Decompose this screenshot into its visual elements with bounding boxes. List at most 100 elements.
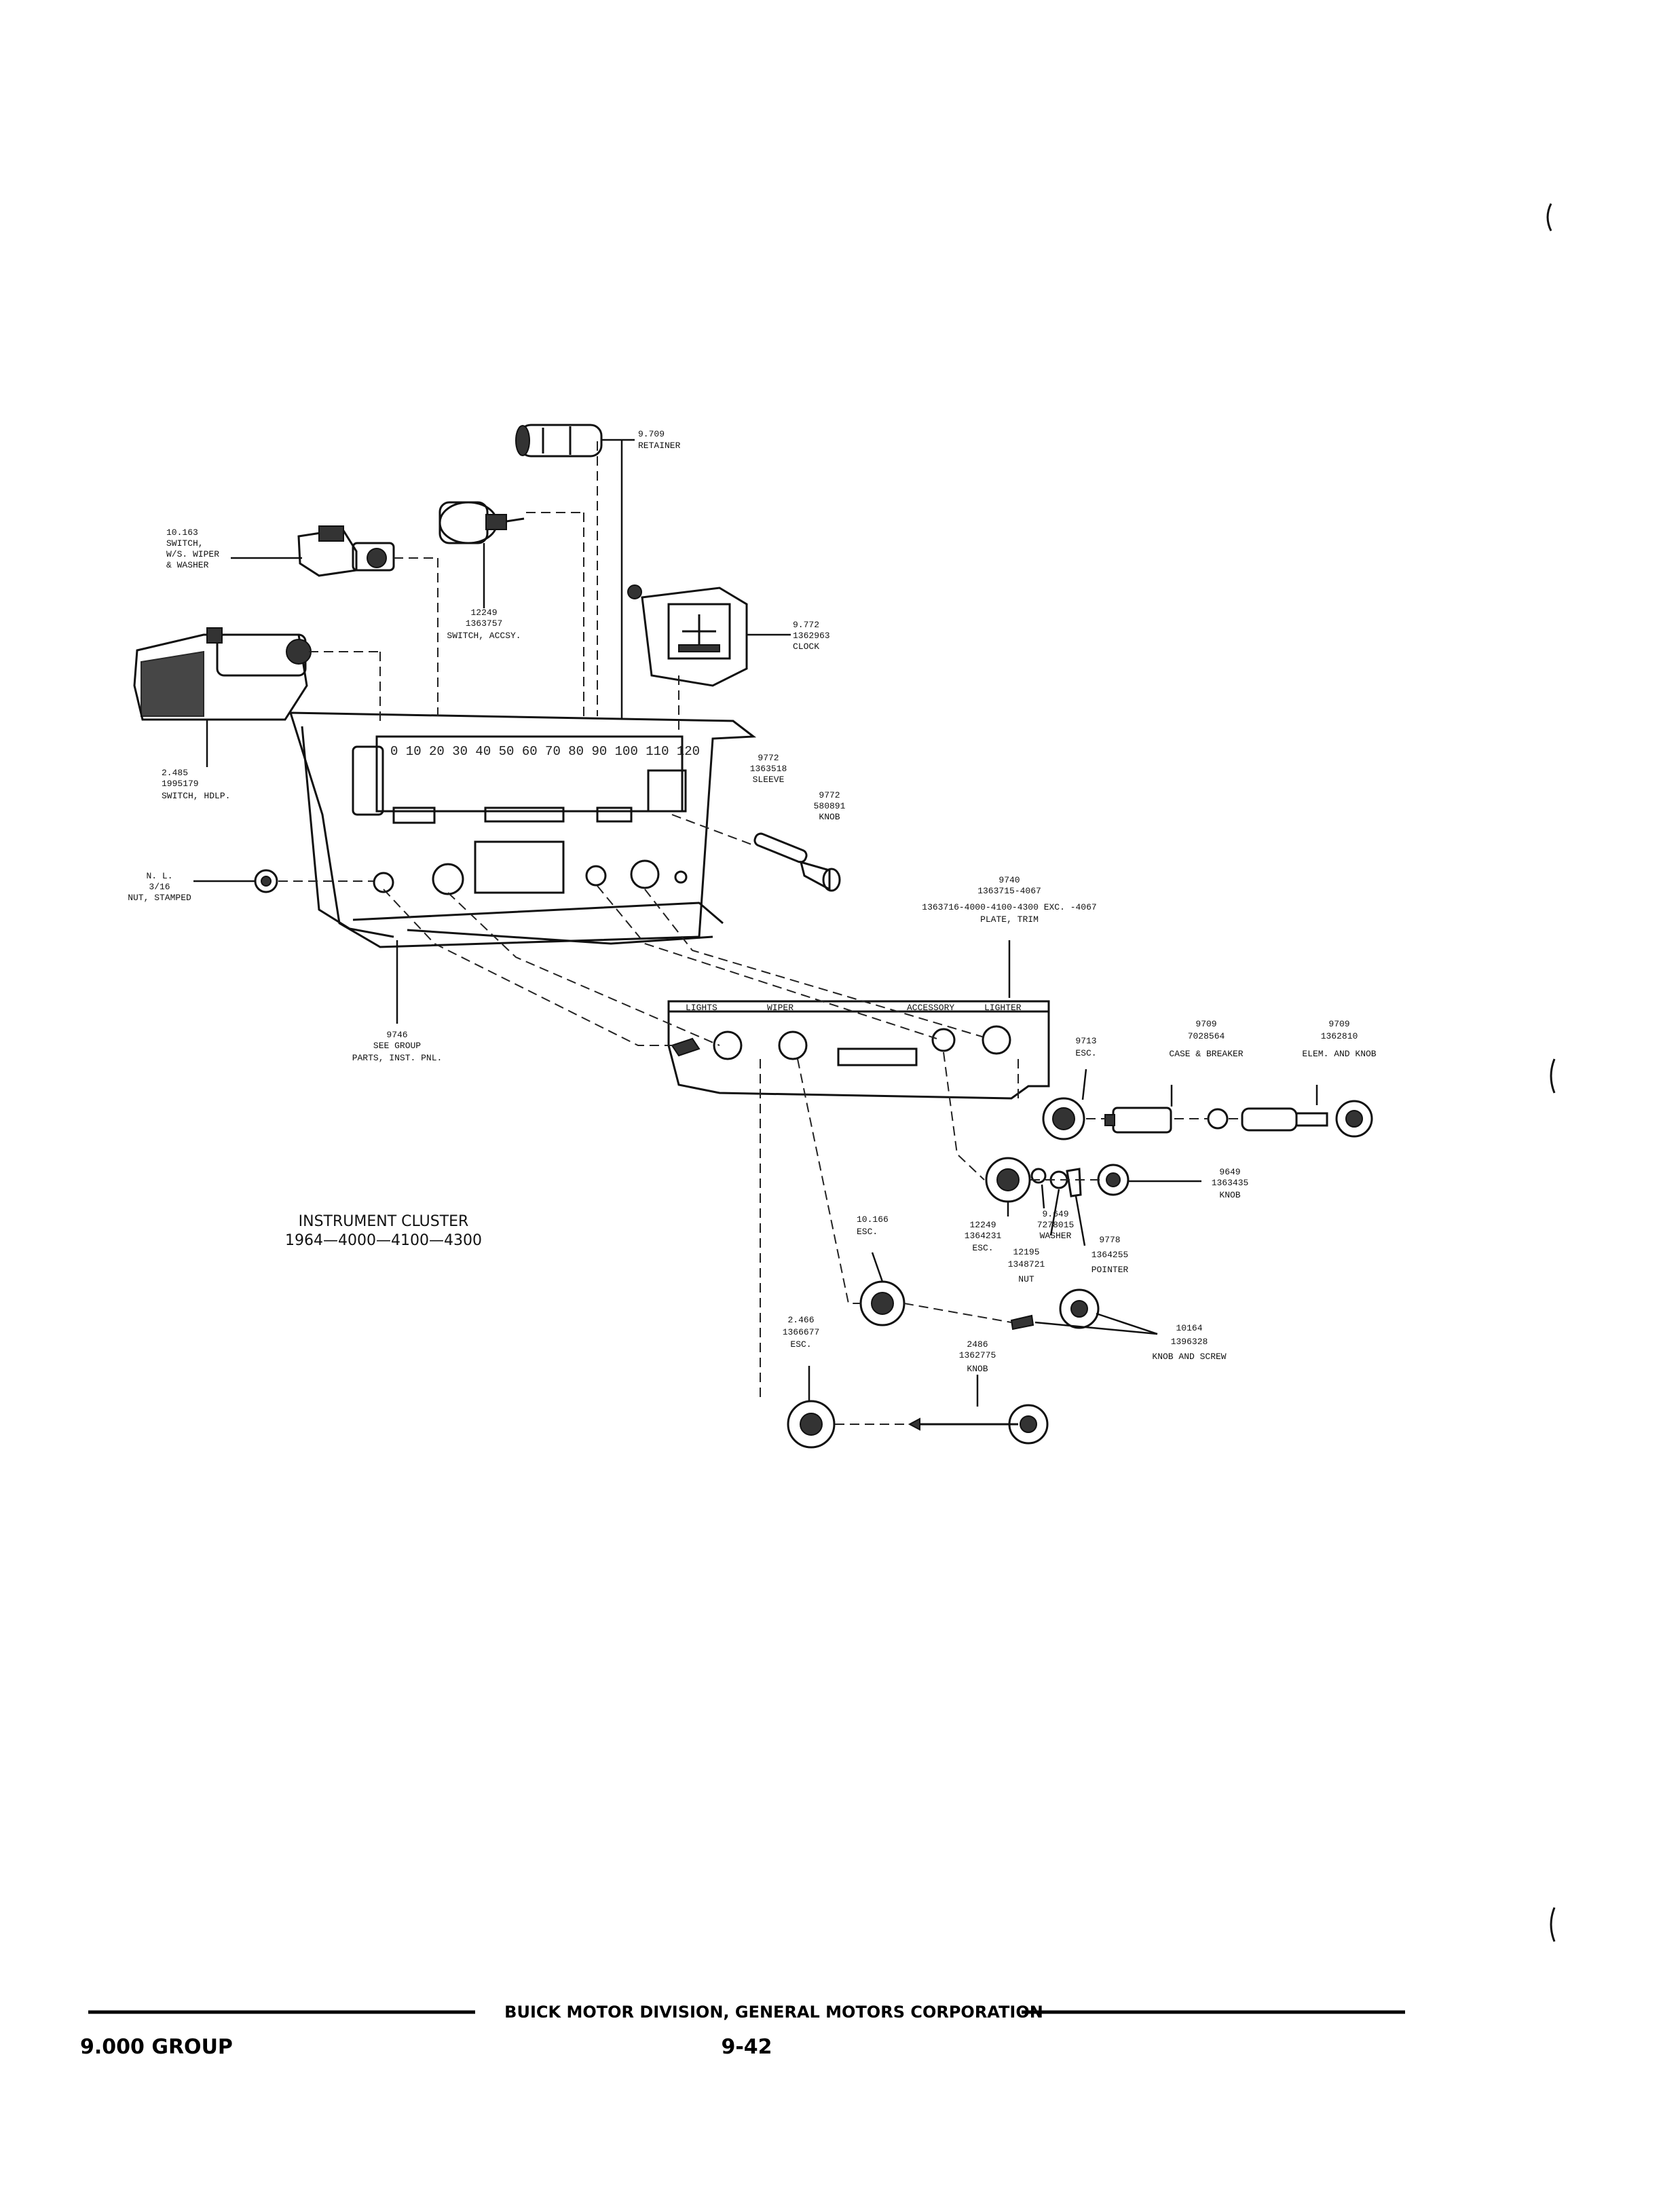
svg-text:POINTER: POINTER [1091,1265,1129,1275]
svg-text:KNOB AND SCREW: KNOB AND SCREW [1152,1352,1226,1362]
svg-text:SEE GROUP: SEE GROUP [373,1041,421,1051]
lighter-escutcheon-part [1042,1097,1085,1140]
callout-knob-2486: 2486 1362775 KNOB [959,1339,996,1374]
svg-text:7028564: 7028564 [1188,1031,1225,1041]
svg-text:10164: 10164 [1176,1323,1202,1333]
wiper-switch-part [297,525,395,577]
footer-page-number: 9-42 [721,2035,772,2059]
svg-text:RETAINER: RETAINER [638,441,681,451]
svg-text:3/16: 3/16 [149,882,170,892]
escutcheon-12249-part [985,1157,1031,1203]
stamped-nut-part [254,869,278,893]
trim-plate-part [667,1000,1050,1100]
svg-text:9709: 9709 [1195,1019,1216,1029]
svg-text:ESC.: ESC. [857,1227,878,1237]
svg-text:PARTS, INST. PNL.: PARTS, INST. PNL. [352,1053,443,1063]
trim-label-wiper: WIPER [767,1003,794,1013]
svg-text:SWITCH, HDLP.: SWITCH, HDLP. [162,791,230,801]
svg-text:9740: 9740 [998,875,1020,885]
knob-9772-part [799,860,841,892]
callout-escutcheon-10166: 10.166 ESC. [857,1214,889,1237]
svg-text:1363716-4000-4100-4300 EXC. -4: 1363716-4000-4100-4300 EXC. -4067 [922,902,1096,912]
svg-text:1363715-4067: 1363715-4067 [977,886,1041,896]
svg-text:ESC.: ESC. [1075,1048,1096,1058]
callout-escutcheon-2466: 2.466 1366677 ESC. [783,1315,820,1350]
escutcheon-10166-part [859,1280,906,1326]
svg-text:9649: 9649 [1219,1167,1240,1177]
trim-label-accessory: ACCESSORY [907,1003,954,1013]
callout-knob-screw: 10164 1396328 KNOB AND SCREW [1152,1323,1226,1362]
svg-text:1363757: 1363757 [466,618,503,629]
svg-text:9.649: 9.649 [1042,1209,1068,1219]
escutcheon-2466-part [787,1400,836,1449]
svg-text:NUT, STAMPED: NUT, STAMPED [128,893,191,903]
callout-wiper-switch: 10.163 SWITCH, W/S. WIPER & WASHER [166,527,219,570]
svg-text:1364231: 1364231 [965,1231,1002,1241]
trim-labels: LIGHTS WIPER ACCESSORY LIGHTER [686,1003,1022,1013]
callout-accessory-switch: 12249 1363757 SWITCH, ACCSY. [447,608,521,641]
svg-text:1366677: 1366677 [783,1327,820,1337]
svg-text:1348721: 1348721 [1008,1259,1045,1269]
svg-text:12249: 12249 [969,1220,996,1230]
callout-retainer: 9.709 RETAINER [638,429,681,451]
svg-text:SWITCH, ACCSY.: SWITCH, ACCSY. [447,631,521,641]
svg-text:ESC.: ESC. [790,1339,811,1350]
callout-clock: 9.772 1362963 CLOCK [793,620,830,652]
svg-text:1362963: 1362963 [793,631,830,641]
callout-washer: 9.649 7278015 WASHER [1037,1209,1075,1241]
margin-mark [1550,1058,1556,1094]
callout-pointer: 9778 1364255 POINTER [1091,1235,1129,1275]
margin-mark [1546,203,1552,231]
svg-text:7278015: 7278015 [1037,1220,1075,1230]
assembly-lines [278,441,1242,1425]
svg-text:W/S. WIPER: W/S. WIPER [166,549,219,559]
washer-part [1030,1168,1047,1184]
svg-text:2.485: 2.485 [162,768,188,778]
svg-text:1995179: 1995179 [162,779,199,789]
svg-text:ELEM. AND KNOB: ELEM. AND KNOB [1302,1049,1376,1059]
callout-stamped-nut: N. L. 3/16 NUT, STAMPED [128,871,191,903]
instrument-cluster-housing [288,711,757,948]
svg-text:9709: 9709 [1328,1019,1349,1029]
svg-text:1363518: 1363518 [750,764,787,774]
svg-text:9772: 9772 [819,790,840,800]
svg-text:& WASHER: & WASHER [166,560,209,570]
callout-inst-panel: 9746 SEE GROUP PARTS, INST. PNL. [352,1030,443,1063]
knob-9649-part [1097,1164,1130,1196]
callout-escutcheon-12249: 12249 1364231 ESC. [965,1220,1002,1253]
svg-text:10.163: 10.163 [166,527,198,538]
svg-text:KNOB: KNOB [1219,1190,1240,1200]
callout-knob-9772: 9772 580891 KNOB [814,790,846,822]
callout-nut-12195: 12195 1348721 NUT [1008,1247,1045,1284]
callout-escutcheon-9713: 9713 ESC. [1075,1036,1096,1058]
footer-group: 9.000 GROUP [80,2035,233,2059]
callout-sleeve: 9772 1363518 SLEEVE [750,753,787,785]
callout-trim-plate: 9740 1363715-4067 1363716-4000-4100-4300… [922,875,1096,925]
svg-text:KNOB: KNOB [967,1364,988,1374]
margin-mark [1550,1907,1556,1942]
svg-text:ESC.: ESC. [972,1243,993,1253]
diagram-title: INSTRUMENT CLUSTER [299,1213,469,1230]
svg-text:10.166: 10.166 [857,1214,889,1225]
svg-text:1362810: 1362810 [1321,1031,1358,1041]
svg-text:WASHER: WASHER [1040,1231,1072,1241]
case-breaker-part [1104,1107,1229,1134]
headlamp-switch-part [133,627,312,721]
diagram-subtitle: 1964—4000—4100—4300 [285,1232,482,1249]
svg-text:KNOB: KNOB [819,812,840,822]
pointer-part [1066,1168,1082,1197]
svg-text:SLEEVE: SLEEVE [753,775,785,785]
trim-label-lights: LIGHTS [686,1003,717,1013]
sleeve-part [753,832,808,863]
svg-text:1396328: 1396328 [1171,1337,1208,1347]
svg-text:12249: 12249 [470,608,497,618]
svg-text:N. L.: N. L. [146,871,172,881]
svg-text:1363435: 1363435 [1212,1178,1249,1188]
svg-text:SWITCH,: SWITCH, [166,538,204,549]
knob-2486-part [908,1404,1049,1445]
trim-label-lighter: LIGHTER [984,1003,1022,1013]
callout-headlamp-switch: 2.485 1995179 SWITCH, HDLP. [162,768,230,801]
svg-text:1362775: 1362775 [959,1350,996,1360]
leader-lines [193,439,1318,1407]
